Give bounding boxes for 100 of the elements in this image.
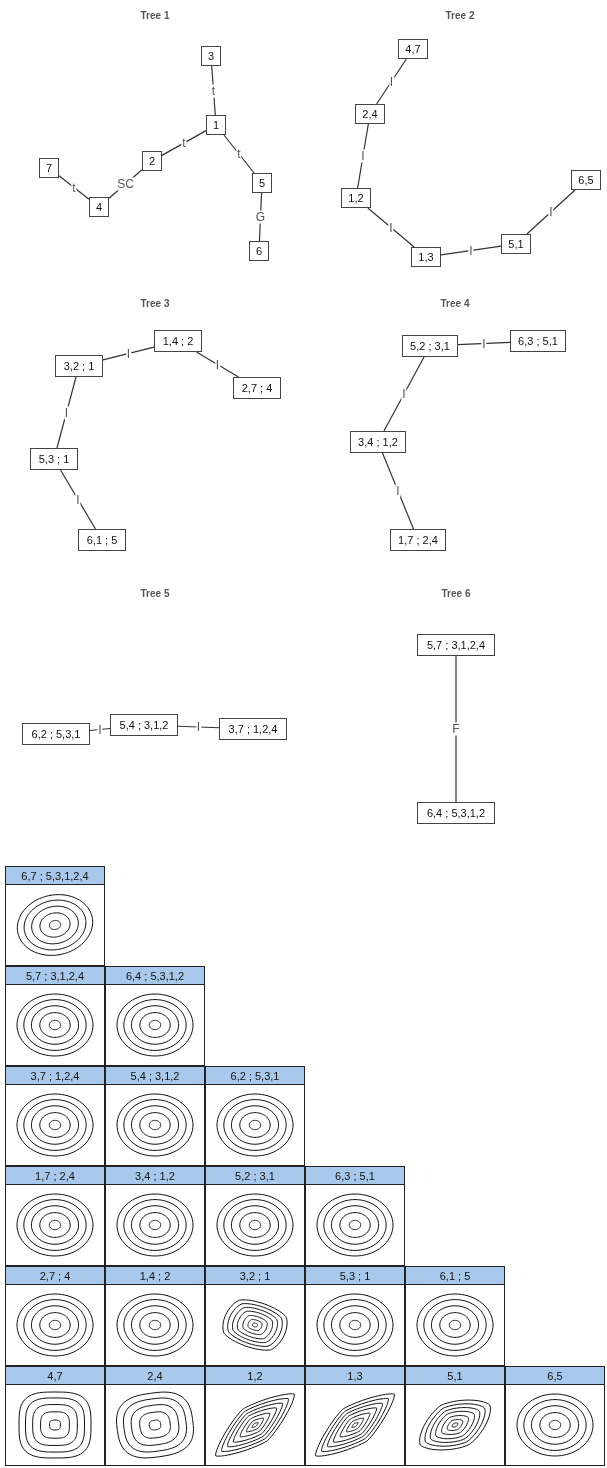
node-box: 6,1 ; 5	[78, 529, 126, 551]
edge-line	[381, 452, 415, 530]
panel-header: 2,4	[106, 1367, 204, 1385]
copula-panel	[5, 1366, 105, 1466]
panel-header: 5,7 ; 3,1,2,4	[6, 967, 104, 985]
edge-line	[89, 727, 111, 732]
edge-label: I	[388, 75, 395, 88]
edge-label: I	[360, 149, 366, 163]
node-box: 5,3 ; 1	[30, 448, 78, 470]
edge-label: I	[395, 484, 401, 498]
panel-header: 6,4 ; 5,3,1,2	[106, 967, 204, 985]
copula-panel	[305, 1166, 405, 1266]
copula-panel	[105, 1366, 205, 1466]
edge-label: t	[71, 181, 77, 194]
copula-panel	[205, 1166, 305, 1266]
copula-panel	[105, 1066, 205, 1166]
edge-line	[383, 356, 425, 432]
node-box: 4	[89, 197, 109, 217]
tree-title: Tree 2	[445, 10, 475, 21]
edge-label: I	[195, 720, 202, 734]
node-box: 2,4	[355, 104, 385, 124]
edge-label: I	[481, 337, 487, 350]
copula-panel	[105, 1266, 205, 1366]
node-box: 1,4 ; 2	[154, 330, 202, 352]
edge-line	[161, 130, 207, 156]
copula-panel	[5, 866, 105, 966]
edge-line	[440, 245, 502, 256]
panel-header: 1,7 ; 2,4	[6, 1167, 104, 1185]
edge-line	[177, 725, 220, 729]
copula-panel	[505, 1366, 605, 1466]
edge-label: SC	[116, 177, 135, 191]
copula-panel	[105, 966, 205, 1066]
panel-header: 2,7 ; 4	[6, 1267, 104, 1285]
panel-header: 6,1 ; 5	[406, 1267, 504, 1285]
tree-title: Tree 4	[440, 298, 470, 309]
copula-panel	[5, 1166, 105, 1266]
copula-panel	[205, 1266, 305, 1366]
node-box: 1,7 ; 2,4	[390, 529, 446, 551]
node-box: 5,4 ; 3,1,2	[110, 714, 178, 736]
node-box: 5	[252, 173, 272, 193]
node-box: 1,3	[411, 247, 441, 267]
panel-header: 5,4 ; 3,1,2	[106, 1067, 204, 1085]
edge-line	[457, 341, 511, 346]
copula-panel	[5, 1266, 105, 1366]
edge-line	[526, 189, 576, 235]
panel-header: 6,7 ; 5,3,1,2,4	[6, 867, 104, 885]
edge-line	[59, 469, 97, 530]
copula-panel	[205, 1066, 305, 1166]
node-box: 5,7 ; 3,1,2,4	[417, 634, 495, 656]
copula-panel	[405, 1366, 505, 1466]
node-box: 3	[201, 46, 221, 66]
panel-header: 6,5	[506, 1367, 604, 1385]
tree-title: Tree 6	[441, 588, 471, 599]
edge-label: I	[97, 723, 103, 736]
panel-header: 5,1	[406, 1367, 504, 1385]
node-box: 2,7 ; 4	[233, 377, 281, 399]
edge-line	[58, 175, 90, 200]
node-box: 6,5	[571, 170, 601, 190]
node-box: 5,2 ; 3,1	[402, 335, 458, 357]
tree-title: Tree 1	[140, 10, 170, 21]
tree-title: Tree 5	[140, 588, 170, 599]
node-box: 6,2 ; 5,3,1	[22, 723, 90, 745]
edge-label: t	[181, 136, 187, 150]
panel-header: 3,2 ; 1	[206, 1267, 304, 1285]
edge-label: I	[468, 244, 474, 257]
node-box: 3,4 ; 1,2	[350, 431, 406, 453]
node-box: 2	[142, 151, 162, 171]
node-box: 4,7	[398, 39, 428, 59]
edge-line	[455, 655, 457, 803]
panel-header: 3,4 ; 1,2	[106, 1167, 204, 1185]
edge-label: t	[210, 84, 217, 97]
edge-line	[102, 346, 155, 361]
panel-header: 1,4 ; 2	[106, 1267, 204, 1285]
copula-panel	[105, 1166, 205, 1266]
panel-header: 6,2 ; 5,3,1	[206, 1067, 304, 1085]
node-box: 3,2 ; 1	[55, 355, 103, 377]
edge-label: I	[401, 387, 407, 401]
node-box: 3,7 ; 1,2,4	[219, 718, 287, 740]
edge-line	[367, 207, 415, 248]
edge-label: G	[254, 210, 267, 224]
panel-header: 5,3 ; 1	[306, 1267, 404, 1285]
edge-label: I	[125, 347, 132, 360]
node-box: 1	[206, 115, 226, 135]
edge-label: I	[548, 205, 554, 219]
node-box: 6	[249, 241, 269, 261]
node-box: 6,3 ; 5,1	[510, 330, 566, 352]
panel-header: 1,3	[306, 1367, 404, 1385]
copula-panel	[305, 1366, 405, 1466]
node-box: 6,4 ; 5,3,1,2	[417, 802, 495, 824]
copula-panel	[205, 1366, 305, 1466]
panel-header: 5,2 ; 3,1	[206, 1167, 304, 1185]
edge-label: I	[75, 493, 81, 506]
panel-header: 6,3 ; 5,1	[306, 1167, 404, 1185]
edge-label: I	[214, 358, 221, 371]
node-box: 1,2	[341, 188, 371, 208]
edge-label: F	[451, 722, 461, 736]
copula-panel	[405, 1266, 505, 1366]
edge-label: I	[388, 221, 394, 234]
edge-line	[195, 351, 240, 378]
edge-label: t	[236, 147, 242, 161]
